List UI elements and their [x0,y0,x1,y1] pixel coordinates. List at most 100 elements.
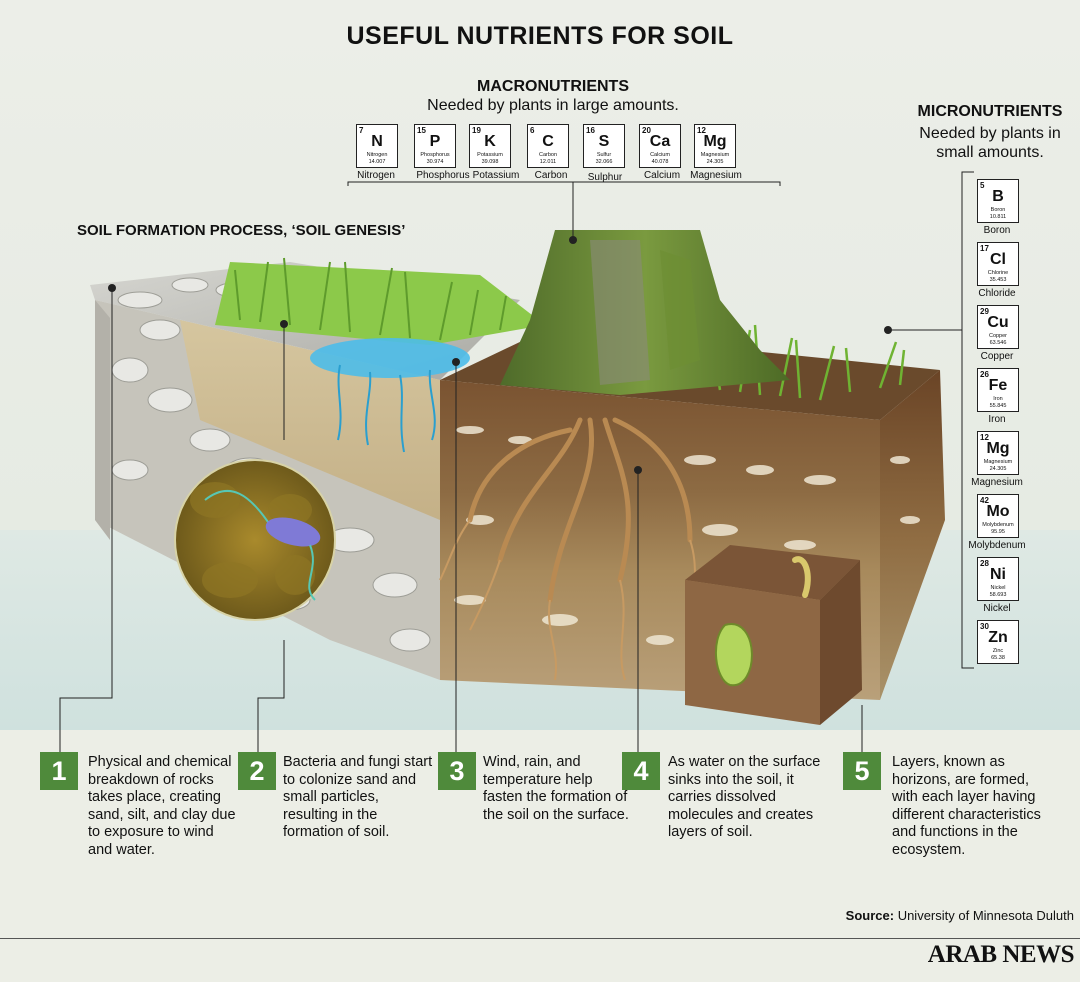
micronutrient-label: Copper [980,351,1014,362]
element-name: Magnesium [700,152,730,158]
bacteria-microscope [174,459,336,621]
macronutrient-label: Carbon [534,170,568,181]
element-number: 7 [359,126,364,135]
element-symbol: Fe [988,377,1008,394]
element-name: Boron [990,207,1006,213]
step-3-text: Wind, rain, and temperature help fasten … [483,754,629,823]
macronutrients-heading: MACRONUTRIENTS [477,78,629,95]
step-5-badge: 5 [843,752,881,790]
grass-left [215,257,545,345]
element-symbol: S [598,133,610,150]
element-weight: 12.011 [539,159,557,165]
micronutrient-label: Molybdenum [968,540,1026,551]
micronutrients-subheading-line2: small amounts. [936,144,1044,161]
element-number: 20 [642,126,651,135]
micronutrient-label: Chloride [978,288,1016,299]
macronutrient-label: Phosphorus [416,170,470,181]
element-number: 16 [586,126,595,135]
element-symbol: C [542,133,554,150]
leader-dots [108,236,892,474]
element-number: 17 [980,244,989,253]
element-symbol: Ni [990,566,1006,583]
element-symbol: Ca [649,133,671,150]
step-4-badge: 4 [622,752,660,790]
element-weight: 55.845 [989,403,1007,409]
tree-trunk [500,230,790,395]
element-weight: 24.305 [706,159,724,165]
element-number: 26 [980,370,989,379]
element-number: 12 [697,126,706,135]
element-weight: 24.305 [989,466,1007,472]
element-name: Zinc [992,648,1004,654]
element-symbol: Zn [988,629,1008,646]
element-weight: 40.078 [651,159,669,165]
macronutrient-label: Potassium [472,170,520,181]
element-name: Carbon [538,152,558,158]
step-2-badge: 2 [238,752,276,790]
element-weight: 30.974 [426,159,444,165]
element-name: Potassium [477,152,503,158]
micronutrients-subheading-line1: Needed by plants in [919,125,1061,142]
element-name: Iron [993,396,1003,402]
element-symbol: Mg [703,133,727,150]
element-weight: 63.546 [989,340,1007,346]
element-weight: 95.95 [991,529,1005,535]
step-3-badge: 3 [438,752,476,790]
soil-genesis-heading: SOIL FORMATION PROCESS, ‘SOIL GENESIS’ [77,222,406,239]
step-5-text: Layers, known as horizons, are formed, w… [892,754,1041,858]
element-symbol: K [484,133,496,150]
element-symbol: Cl [990,251,1006,268]
source-credit: Source: University of Minnesota Duluth [846,908,1074,923]
element-symbol: Mg [986,440,1010,457]
element-weight: 58.693 [989,592,1007,598]
step-2-text: Bacteria and fungi start to colonize san… [283,754,433,840]
element-weight: 32.066 [595,159,613,165]
element-number: 12 [980,433,989,442]
macronutrient-label: Sulphur [587,172,623,183]
micronutrient-label: Magnesium [971,477,1023,488]
footer-divider [0,938,1080,939]
element-name: Nitrogen [366,152,388,158]
element-number: 19 [472,126,481,135]
element-symbol: Cu [987,314,1009,331]
background-bottom [0,730,1080,982]
page-title: USEFUL NUTRIENTS FOR SOIL [346,22,734,50]
element-weight: 39.098 [481,159,499,165]
element-symbol: B [992,188,1004,205]
micronutrient-label: Boron [983,225,1011,236]
micronutrients-heading: MICRONUTRIENTS [917,103,1063,120]
element-weight: 14.007 [368,159,386,165]
element-name: Phosphorus [420,152,450,158]
element-number: 5 [980,181,985,190]
element-name: Molybdenum [982,522,1014,528]
micronutrient-label: Iron [988,414,1006,425]
element-number: 28 [980,559,989,568]
element-name: Chlorine [987,270,1009,276]
element-name: Nickel [990,585,1006,591]
macronutrient-label: Calcium [643,170,681,181]
step-1-badge: 1 [40,752,78,790]
leader-lines [59,171,974,752]
element-number: 15 [417,126,426,135]
element-name: Sulfur [596,152,612,158]
micronutrient-label: Nickel [983,603,1011,614]
worm-soil-cube [685,545,862,725]
macronutrient-label: Nitrogen [357,170,395,181]
brand-logo: ARAB NEWS [927,941,1075,968]
soil-pebbles [454,426,920,645]
macronutrients-subheading: Needed by plants in large amounts. [427,97,679,114]
element-number: 6 [530,126,535,135]
